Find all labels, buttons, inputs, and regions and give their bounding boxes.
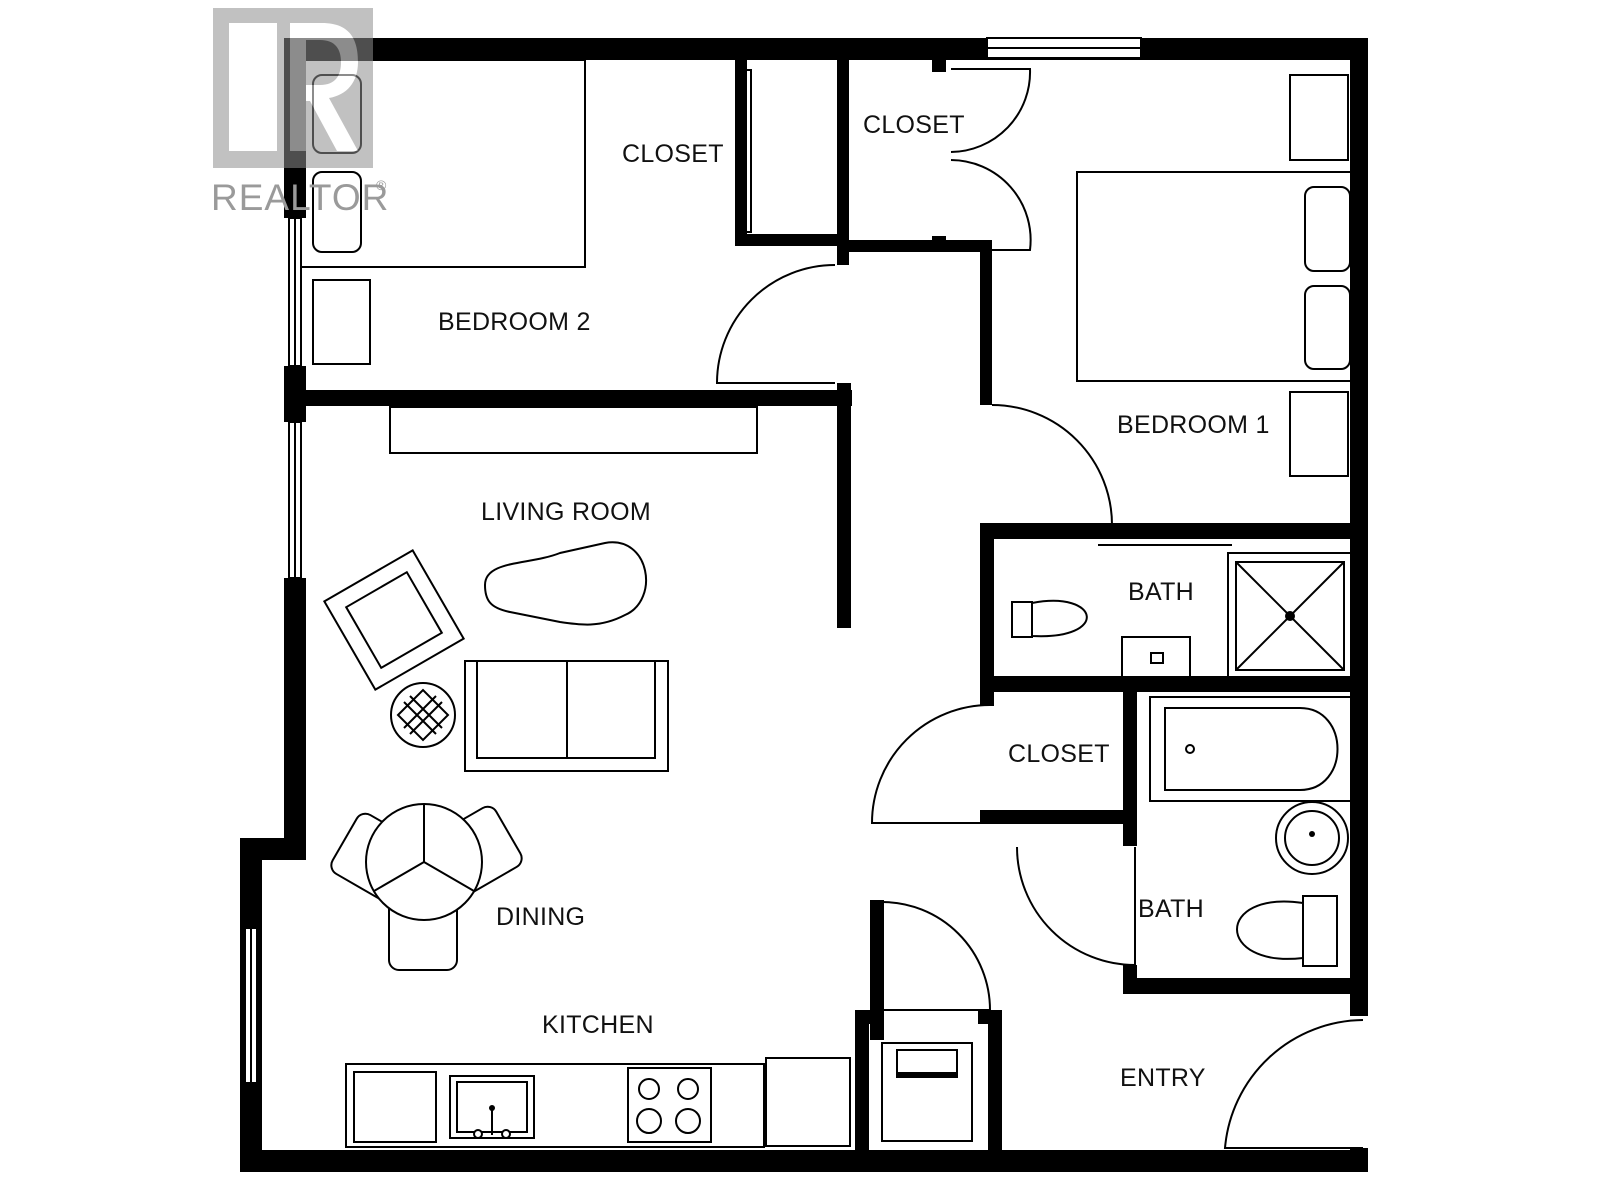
upper-bath-fixtures (1011, 544, 1353, 679)
armchair (322, 548, 466, 692)
label-entry: ENTRY (1120, 1064, 1206, 1092)
tv-console (389, 406, 758, 454)
registered-mark: ® (376, 177, 387, 193)
label-bedroom-2: BEDROOM 2 (438, 308, 591, 336)
bedroom-1-bed (1076, 74, 1356, 477)
kitchen-counter (345, 1057, 851, 1148)
label-living-room: LIVING ROOM (481, 498, 651, 526)
label-closet-hall: CLOSET (1008, 740, 1110, 768)
walls (240, 37, 1368, 1172)
side-table (390, 682, 456, 748)
label-closet-bedroom-2: CLOSET (622, 140, 724, 168)
lower-bath-fixtures (1149, 696, 1355, 967)
room-labels: CLOSET CLOSET BEDROOM 2 BEDROOM 1 LIVING… (438, 111, 1270, 1092)
label-kitchen: KITCHEN (542, 1011, 654, 1039)
label-bedroom-1: BEDROOM 1 (1117, 411, 1270, 439)
furniture (299, 59, 1356, 1148)
r-logo-icon (213, 8, 373, 168)
laundry-unit (881, 1042, 973, 1142)
doors (715, 68, 1364, 1149)
label-dining: DINING (496, 903, 585, 931)
dining-set (330, 803, 523, 971)
sofa (464, 660, 669, 772)
logo-text: REALTOR (211, 177, 389, 218)
coffee-table (483, 541, 647, 626)
realtor-logo: REALTOR ® (211, 8, 389, 218)
label-closet-bedroom-1: CLOSET (863, 111, 965, 139)
label-bath-lower: BATH (1138, 895, 1204, 923)
label-bath-upper: BATH (1128, 578, 1194, 606)
